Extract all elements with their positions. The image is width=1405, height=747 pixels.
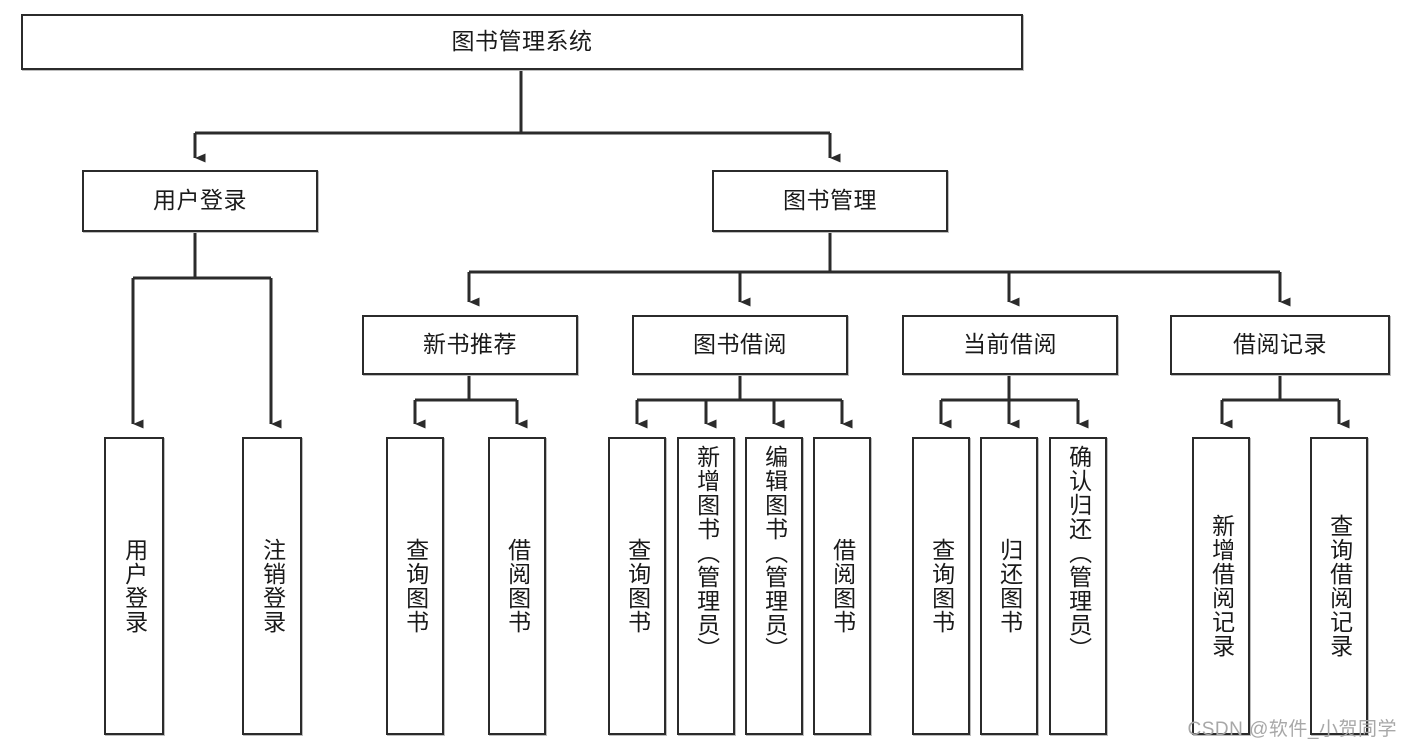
node-label: 确认归还（管理员） <box>1065 445 1092 661</box>
leaf-user-login[interactable]: 用户登录 <box>104 437 164 735</box>
node-label: 当前借阅 <box>963 331 1057 358</box>
node-root-system[interactable]: 图书管理系统 <box>21 14 1023 70</box>
leaf-confirm-return[interactable]: 确认归还（管理员） <box>1049 437 1107 735</box>
leaf-return-book[interactable]: 归还图书 <box>980 437 1038 735</box>
node-label: 查询借阅记录 <box>1326 514 1353 658</box>
node-current-borrow[interactable]: 当前借阅 <box>902 315 1118 375</box>
leaf-add-record[interactable]: 新增借阅记录 <box>1192 437 1250 735</box>
node-label: 新增借阅记录 <box>1208 514 1235 658</box>
leaf-query-book-1[interactable]: 查询图书 <box>386 437 444 735</box>
node-label: 借阅图书 <box>829 538 856 634</box>
node-label: 查询图书 <box>928 538 955 634</box>
node-label: 归还图书 <box>996 538 1023 634</box>
node-label: 用户登录 <box>153 187 247 214</box>
leaf-edit-book[interactable]: 编辑图书（管理员） <box>745 437 803 735</box>
node-label: 借阅图书 <box>504 538 531 634</box>
leaf-borrow-book-1[interactable]: 借阅图书 <box>488 437 546 735</box>
leaf-logout-login[interactable]: 注销登录 <box>242 437 302 735</box>
node-book-borrow[interactable]: 图书借阅 <box>632 315 848 375</box>
node-user-login[interactable]: 用户登录 <box>82 170 318 232</box>
node-book-management[interactable]: 图书管理 <box>712 170 948 232</box>
node-label: 图书借阅 <box>693 331 787 358</box>
node-label: 编辑图书（管理员） <box>761 445 788 661</box>
csdn-watermark: CSDN @软件_小贺同学 <box>1187 719 1397 740</box>
node-label: 注销登录 <box>259 538 286 634</box>
node-label: 新增图书（管理员） <box>693 445 720 661</box>
leaf-query-book-3[interactable]: 查询图书 <box>912 437 970 735</box>
node-label: 图书管理 <box>783 187 877 214</box>
node-label: 查询图书 <box>402 538 429 634</box>
leaf-query-book-2[interactable]: 查询图书 <box>608 437 666 735</box>
leaf-query-record[interactable]: 查询借阅记录 <box>1310 437 1368 735</box>
leaf-add-book[interactable]: 新增图书（管理员） <box>677 437 735 735</box>
node-label: 查询图书 <box>624 538 651 634</box>
node-borrow-record[interactable]: 借阅记录 <box>1170 315 1390 375</box>
node-label: 新书推荐 <box>423 331 517 358</box>
node-label: 借阅记录 <box>1233 331 1327 358</box>
node-label: 用户登录 <box>121 538 148 634</box>
node-label: 图书管理系统 <box>451 28 593 55</box>
node-new-book-recommend[interactable]: 新书推荐 <box>362 315 578 375</box>
leaf-borrow-book-2[interactable]: 借阅图书 <box>813 437 871 735</box>
